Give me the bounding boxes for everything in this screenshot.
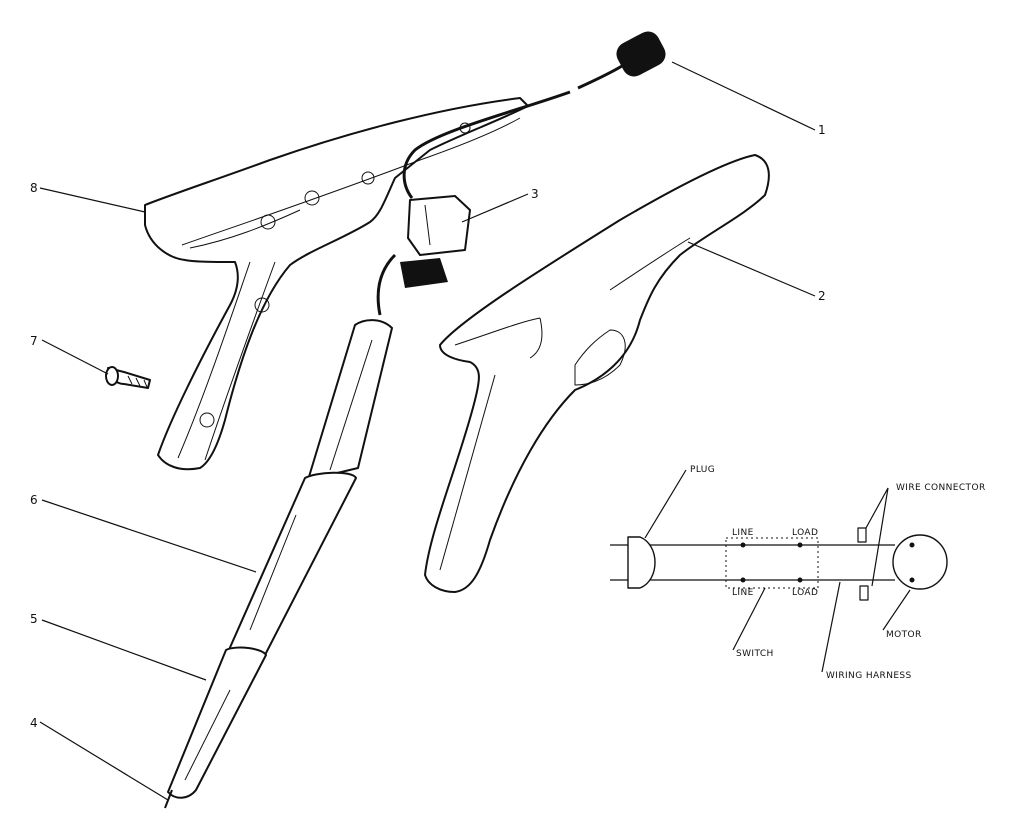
wire-connector-top bbox=[857, 527, 867, 543]
cord-with-plug bbox=[376, 31, 666, 316]
callout-1: 1 bbox=[818, 123, 826, 137]
handle-half-left bbox=[144, 97, 529, 471]
wand-tube-assembly bbox=[164, 319, 393, 809]
callout-5: 5 bbox=[30, 612, 38, 626]
plug-label: PLUG bbox=[690, 465, 715, 475]
wire-connector-bottom bbox=[859, 585, 869, 601]
switch-part bbox=[400, 195, 471, 288]
handle-cover bbox=[424, 154, 770, 593]
callout-numbers: 1 2 3 4 5 6 7 8 bbox=[30, 123, 826, 730]
wire-connector-label: WIRE CONNECTOR bbox=[896, 483, 986, 493]
callout-6: 6 bbox=[30, 493, 38, 507]
switch-label: SWITCH bbox=[736, 649, 774, 659]
wiring-harness-label: WIRING HARNESS bbox=[826, 671, 912, 681]
callout-2: 2 bbox=[818, 289, 826, 303]
screw-part bbox=[105, 366, 151, 389]
callout-7: 7 bbox=[30, 334, 38, 348]
line-bottom-label: LINE bbox=[732, 588, 754, 598]
wiring-schematic: PLUG WIRE CONNECTOR LINE LOAD LINE LOAD … bbox=[610, 465, 986, 681]
motor-symbol bbox=[892, 534, 948, 590]
motor-label: MOTOR bbox=[886, 630, 922, 640]
callout-4: 4 bbox=[30, 716, 38, 730]
callout-leaders bbox=[39, 61, 816, 801]
load-bottom-label: LOAD bbox=[792, 588, 818, 598]
plug-symbol bbox=[627, 536, 656, 589]
callout-3: 3 bbox=[531, 187, 539, 201]
switch-box bbox=[725, 537, 819, 589]
callout-8: 8 bbox=[30, 181, 38, 195]
line-top-label: LINE bbox=[732, 528, 754, 538]
load-top-label: LOAD bbox=[792, 528, 818, 538]
